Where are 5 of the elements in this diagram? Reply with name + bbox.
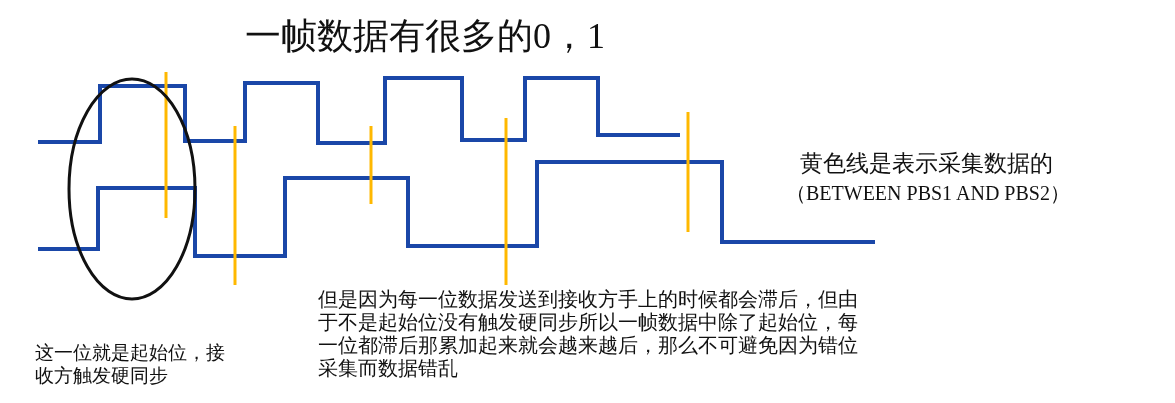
note: 这一位就是起始位，接收方触发硬同步	[35, 341, 226, 387]
title: 一帧数据有很多的0，1	[245, 15, 605, 58]
note: （BETWEEN PBS1 AND PBS2）	[786, 181, 1070, 206]
note: 黄色线是表示采集数据的	[800, 150, 1053, 178]
note: 但是因为每一位数据发送到接收方手上的时候都会滞后，但由于不是起始位没有触发硬同步所以一帧数据中除了起始位，每一位都滞后那累加起来就会越来越后，那么不可避免因为错位采集而数据错乱	[318, 288, 859, 380]
